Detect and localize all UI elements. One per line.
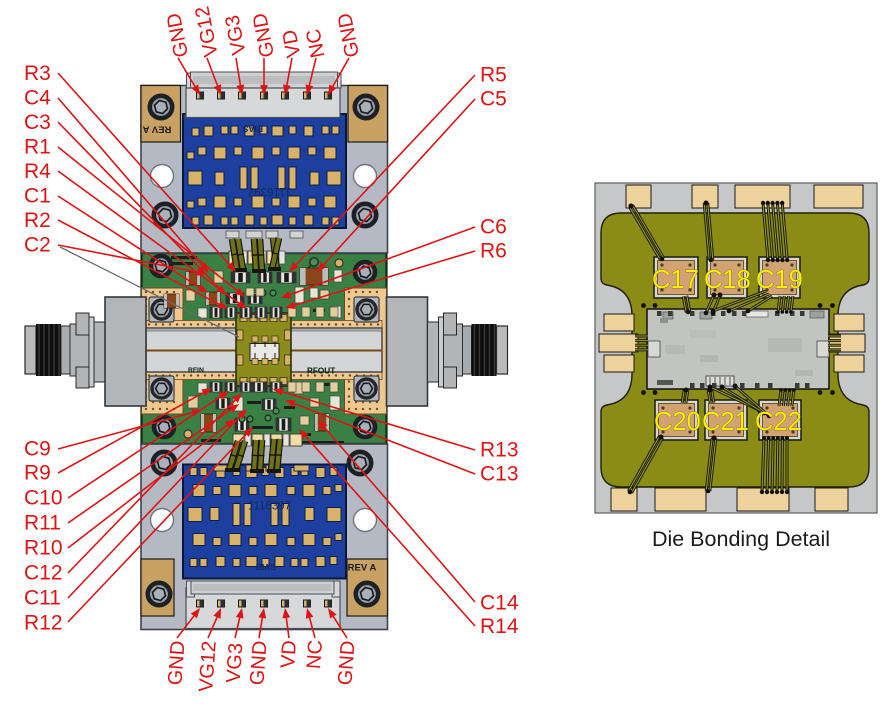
svg-text:C5: C5 bbox=[480, 88, 507, 111]
svg-text:C22: C22 bbox=[755, 408, 802, 436]
svg-text:C1: C1 bbox=[24, 185, 51, 208]
svg-text:C12: C12 bbox=[24, 562, 63, 585]
svg-text:1116397: 1116397 bbox=[248, 501, 291, 513]
svg-text:Die Bonding Detail: Die Bonding Detail bbox=[652, 527, 830, 551]
svg-text:GND: GND bbox=[246, 640, 271, 686]
svg-text:1116397: 1116397 bbox=[248, 185, 291, 197]
svg-text:RFOUT: RFOUT bbox=[307, 367, 335, 376]
svg-text:C9: C9 bbox=[24, 438, 51, 461]
svg-text:R4: R4 bbox=[24, 160, 51, 183]
svg-text:REV A: REV A bbox=[143, 124, 172, 135]
svg-text:R12: R12 bbox=[24, 612, 63, 635]
svg-text:C4: C4 bbox=[24, 87, 51, 110]
svg-text:R9: R9 bbox=[24, 462, 51, 485]
svg-text:C17: C17 bbox=[652, 266, 699, 294]
svg-text:R14: R14 bbox=[480, 615, 519, 638]
svg-text:C10: C10 bbox=[24, 487, 63, 510]
svg-text:C2: C2 bbox=[24, 234, 51, 257]
svg-text:VG3: VG3 bbox=[223, 642, 248, 683]
svg-text:R11: R11 bbox=[24, 512, 61, 535]
svg-text:VG12: VG12 bbox=[195, 640, 221, 693]
svg-text:VD: VD bbox=[277, 640, 301, 669]
svg-text:R2: R2 bbox=[24, 209, 51, 232]
svg-text:C19: C19 bbox=[756, 266, 803, 294]
svg-text:C18: C18 bbox=[704, 266, 751, 294]
svg-text:R6: R6 bbox=[480, 240, 507, 263]
svg-text:RFIN: RFIN bbox=[188, 367, 204, 374]
svg-text:R3: R3 bbox=[24, 62, 51, 85]
svg-text:R13: R13 bbox=[480, 439, 519, 462]
svg-text:C14: C14 bbox=[480, 592, 519, 615]
svg-text:NC: NC bbox=[303, 639, 327, 669]
svg-text:BIAS: BIAS bbox=[242, 124, 263, 134]
svg-text:C6: C6 bbox=[480, 216, 507, 239]
svg-text:GND: GND bbox=[164, 640, 189, 686]
svg-text:C20: C20 bbox=[654, 408, 701, 436]
svg-text:C13: C13 bbox=[480, 463, 519, 486]
svg-text:BIAS: BIAS bbox=[256, 562, 277, 572]
svg-text:R1: R1 bbox=[24, 136, 51, 159]
svg-text:C21: C21 bbox=[702, 408, 749, 436]
svg-text:C3: C3 bbox=[24, 111, 51, 134]
svg-text:C11: C11 bbox=[24, 587, 61, 610]
svg-text:R5: R5 bbox=[480, 64, 507, 87]
svg-text:REV A: REV A bbox=[348, 563, 377, 574]
svg-text:R10: R10 bbox=[24, 537, 63, 560]
svg-text:GND: GND bbox=[334, 640, 359, 686]
